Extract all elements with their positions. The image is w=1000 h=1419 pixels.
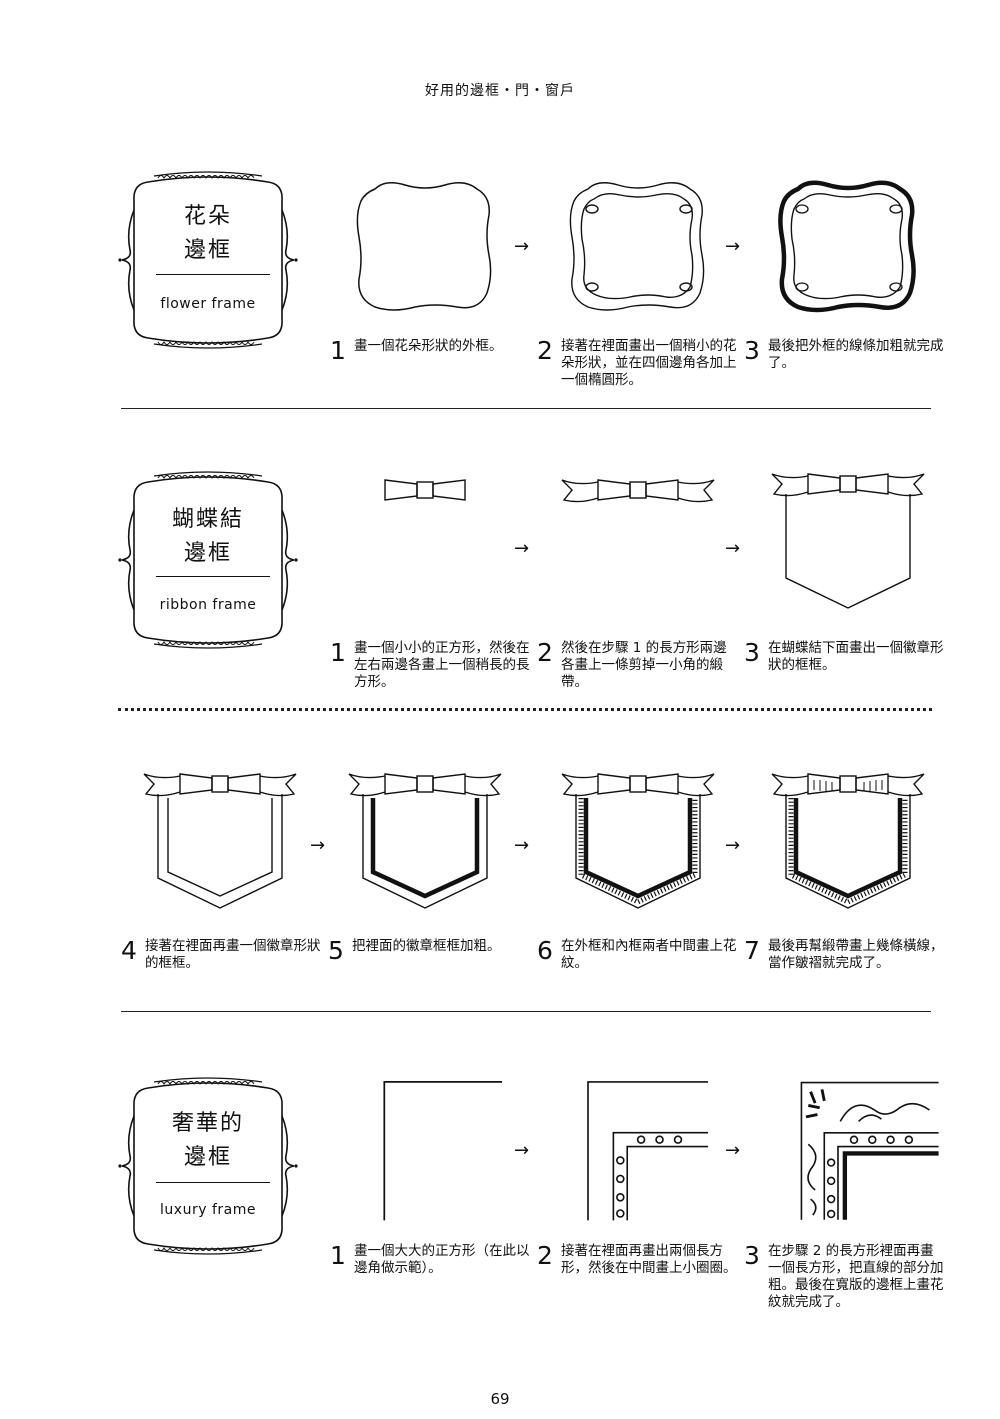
flower-title: 花朵 邊框 <box>128 200 288 268</box>
step-number: 3 <box>744 1241 760 1270</box>
step-number: 3 <box>744 638 760 667</box>
ribbon-step6-illustration <box>561 773 715 909</box>
luxury-title-en: luxury frame <box>160 1202 256 1218</box>
luxury-title-line1: 奢華的 <box>171 1111 244 1136</box>
step-text: 畫一個大大的正方形（在此以邊角做示範）。 <box>354 1243 530 1276</box>
dotted-divider <box>118 708 932 711</box>
luxury-step2-illustration <box>587 1081 708 1221</box>
ribbon-title-frame <box>118 471 298 649</box>
ribbon-step5-illustration <box>348 773 502 909</box>
ribbon-title: 蝴蝶結 邊框 <box>128 503 288 571</box>
step-number: 2 <box>537 336 553 365</box>
step-text: 接著在裡面再畫出兩個長方形，然後在中間畫上小圈圈。 <box>561 1243 737 1276</box>
flower-title-frame <box>118 171 298 349</box>
flower-step2-illustration <box>569 182 705 311</box>
step-text: 最後再幫緞帶畫上幾條橫線，當作皺褶就完成了。 <box>768 938 944 971</box>
arrow-icon: → <box>514 835 530 856</box>
luxury-step1-illustration <box>383 1081 502 1221</box>
arrow-icon: → <box>514 236 530 257</box>
step-number: 2 <box>537 1241 553 1270</box>
step-text: 把裡面的徽章框框加粗。 <box>352 938 501 954</box>
luxury-title: 奢華的 邊框 <box>128 1107 288 1175</box>
ribbon-step4-illustration <box>143 773 297 909</box>
step-number: 2 <box>537 638 553 667</box>
luxury-title-line2: 邊框 <box>183 1145 232 1170</box>
step-text: 接著在裡面畫出一個稍小的花朵形狀，並在四個邊角各加上一個橢圓形。 <box>561 338 737 388</box>
step-text: 畫一個小小的正方形，然後在左右兩邊各畫上一個稍長的長方形。 <box>354 640 530 690</box>
flower-title-en: flower frame <box>160 296 256 312</box>
step-number: 7 <box>744 936 760 965</box>
step-number: 1 <box>330 336 346 365</box>
ribbon-title-en: ribbon frame <box>159 597 257 613</box>
arrow-icon: → <box>514 538 530 559</box>
section-divider <box>121 408 931 409</box>
ribbon-step7-illustration <box>771 773 925 909</box>
page-number: 69 <box>490 1390 510 1408</box>
ribbon-title-line1: 蝴蝶結 <box>171 507 244 532</box>
step-number: 1 <box>330 1241 346 1270</box>
arrow-icon: → <box>725 538 741 559</box>
ribbon-title-divider <box>156 576 270 577</box>
flower-step1-illustration <box>356 182 492 311</box>
step-text: 在步驟 2 的長方形裡面再畫一個長方形，把直線的部分加粗。最後在寬版的邊框上畫花… <box>768 1243 944 1310</box>
arrow-icon: → <box>725 835 741 856</box>
ribbon-title-line2: 邊框 <box>183 541 232 566</box>
arrow-icon: → <box>725 236 741 257</box>
luxury-step3-illustration <box>800 1081 939 1220</box>
arrow-icon: → <box>310 835 326 856</box>
ribbon-step2-illustration <box>561 479 715 503</box>
luxury-title-divider <box>156 1182 270 1183</box>
step-number: 3 <box>744 336 760 365</box>
step-number: 4 <box>121 936 137 965</box>
step-text: 在蝴蝶結下面畫出一個徽章形狀的框框。 <box>768 640 944 673</box>
arrow-icon: → <box>514 1140 530 1161</box>
running-head: 好用的邊框・門・窗戶 <box>425 83 575 99</box>
luxury-title-frame <box>118 1077 298 1255</box>
step-number: 5 <box>328 936 344 965</box>
step-text: 畫一個花朵形狀的外框。 <box>354 338 503 354</box>
ribbon-step3-illustration <box>771 473 925 609</box>
step-number: 6 <box>537 936 553 965</box>
ribbon-step1-illustration <box>384 479 466 501</box>
flower-step3-illustration <box>778 180 916 313</box>
step-number: 1 <box>330 638 346 667</box>
flower-title-divider <box>156 274 270 275</box>
section-divider <box>121 1011 931 1012</box>
arrow-icon: → <box>725 1140 741 1161</box>
step-text: 最後把外框的線條加粗就完成了。 <box>768 338 944 371</box>
step-text: 在外框和內框兩者中間畫上花紋。 <box>561 938 737 971</box>
flower-title-line2: 邊框 <box>183 238 232 263</box>
step-text: 然後在步驟 1 的長方形兩邊各畫上一條剪掉一小角的緞帶。 <box>561 640 727 690</box>
flower-title-line1: 花朵 <box>183 204 232 229</box>
step-text: 接著在裡面再畫一個徽章形狀的框框。 <box>145 938 321 971</box>
